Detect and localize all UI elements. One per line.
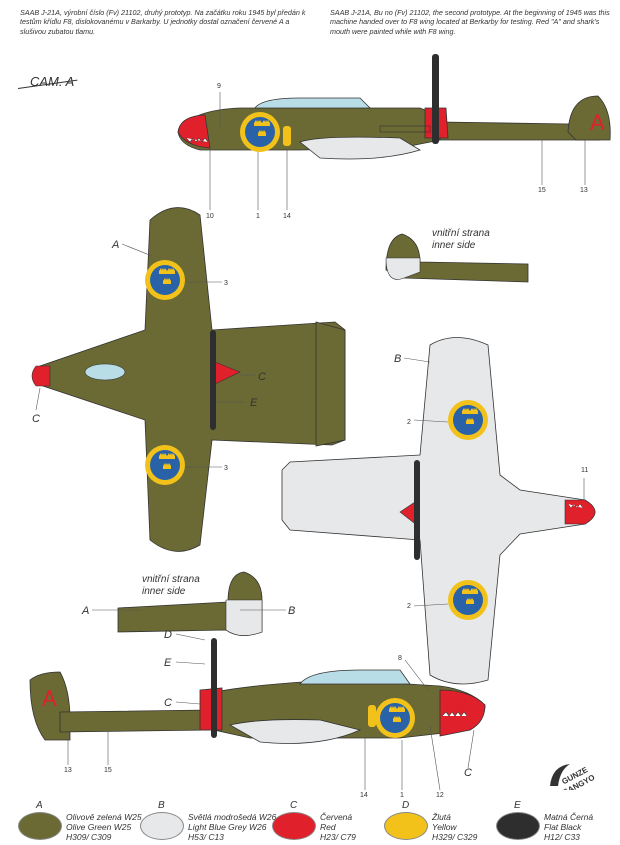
callout-1-bottom: 1 xyxy=(400,792,404,799)
header-text-czech: SAAB J-21A, výrobní číslo (Fv) 21102, dr… xyxy=(20,8,306,36)
callout-3-upper: 3 xyxy=(224,280,228,287)
bottom-view xyxy=(281,337,596,685)
callout-8: 8 xyxy=(398,655,402,662)
callout-E-bottom: E xyxy=(164,657,172,669)
legend-letter: A xyxy=(36,800,43,811)
callout-11: 11 xyxy=(581,467,588,474)
inner-side-cz: vnitřní strana xyxy=(142,574,200,585)
inner-side-label-top: vnitřní strana inner side xyxy=(432,228,490,252)
top-view xyxy=(31,207,346,552)
callout-B-bottom: B xyxy=(394,353,401,365)
side-profile-top: A xyxy=(177,54,611,160)
callout-C-bottom: C xyxy=(164,697,172,709)
legend-letter: C xyxy=(290,800,298,811)
inner-side-label-bottom: vnitřní strana inner side xyxy=(142,574,200,598)
callout-12: 12 xyxy=(436,792,444,799)
color-callout-letters: A C E C B A B D E C C xyxy=(32,239,472,779)
callout-14: 14 xyxy=(283,213,291,220)
callout-E-top: E xyxy=(250,397,258,409)
callout-A-inner: A xyxy=(81,605,89,617)
inner-side-tail-bottom xyxy=(117,571,263,636)
color-swatch-red xyxy=(272,812,316,840)
inner-side-en: inner side xyxy=(432,240,476,251)
header-text-english: SAAB J-21A, Bu no (Fv) 21102, the second… xyxy=(330,8,610,36)
legend-letter: E xyxy=(514,800,521,811)
callout-C-nose: C xyxy=(32,413,40,425)
callout-lines xyxy=(35,92,586,791)
callout-13: 13 xyxy=(580,187,588,194)
callout-A-top: A xyxy=(111,239,119,251)
callout-2-upper: 2 xyxy=(407,419,411,426)
callout-14-bottom: 14 xyxy=(360,792,368,799)
callout-B-inner: B xyxy=(288,605,295,617)
tail-letter: A xyxy=(590,110,605,135)
callout-15: 15 xyxy=(538,187,546,194)
callout-C-top: C xyxy=(258,371,266,383)
color-swatch-olive xyxy=(18,812,62,840)
callout-1: 1 xyxy=(256,213,260,220)
gunze-sangyo-logo: GUNZE SANGYO xyxy=(548,760,608,797)
callout-15-bottom: 15 xyxy=(104,767,112,774)
inner-side-tail-top xyxy=(385,233,529,283)
side-profile-bottom: A xyxy=(29,638,486,744)
inner-side-en: inner side xyxy=(142,586,186,597)
callout-D: D xyxy=(164,629,172,641)
callout-2-lower: 2 xyxy=(407,603,411,610)
callout-3-lower: 3 xyxy=(224,465,228,472)
color-swatch-black xyxy=(496,812,540,840)
color-swatch-yellow xyxy=(384,812,428,840)
callout-10: 10 xyxy=(206,213,214,220)
legend-letter: D xyxy=(402,800,410,811)
callout-C-nose-bottom: C xyxy=(464,767,472,779)
callout-9: 9 xyxy=(217,83,221,90)
inner-side-cz: vnitřní strana xyxy=(432,228,490,239)
legend-letter: B xyxy=(158,800,165,811)
callout-labels: 9 10 1 14 15 13 3 3 2 2 11 8 13 15 14 1 … xyxy=(64,83,588,799)
tail-letter-bottom: A xyxy=(42,686,57,711)
callout-13-bottom: 13 xyxy=(64,767,72,774)
color-swatch-light-blue-grey xyxy=(140,812,184,840)
